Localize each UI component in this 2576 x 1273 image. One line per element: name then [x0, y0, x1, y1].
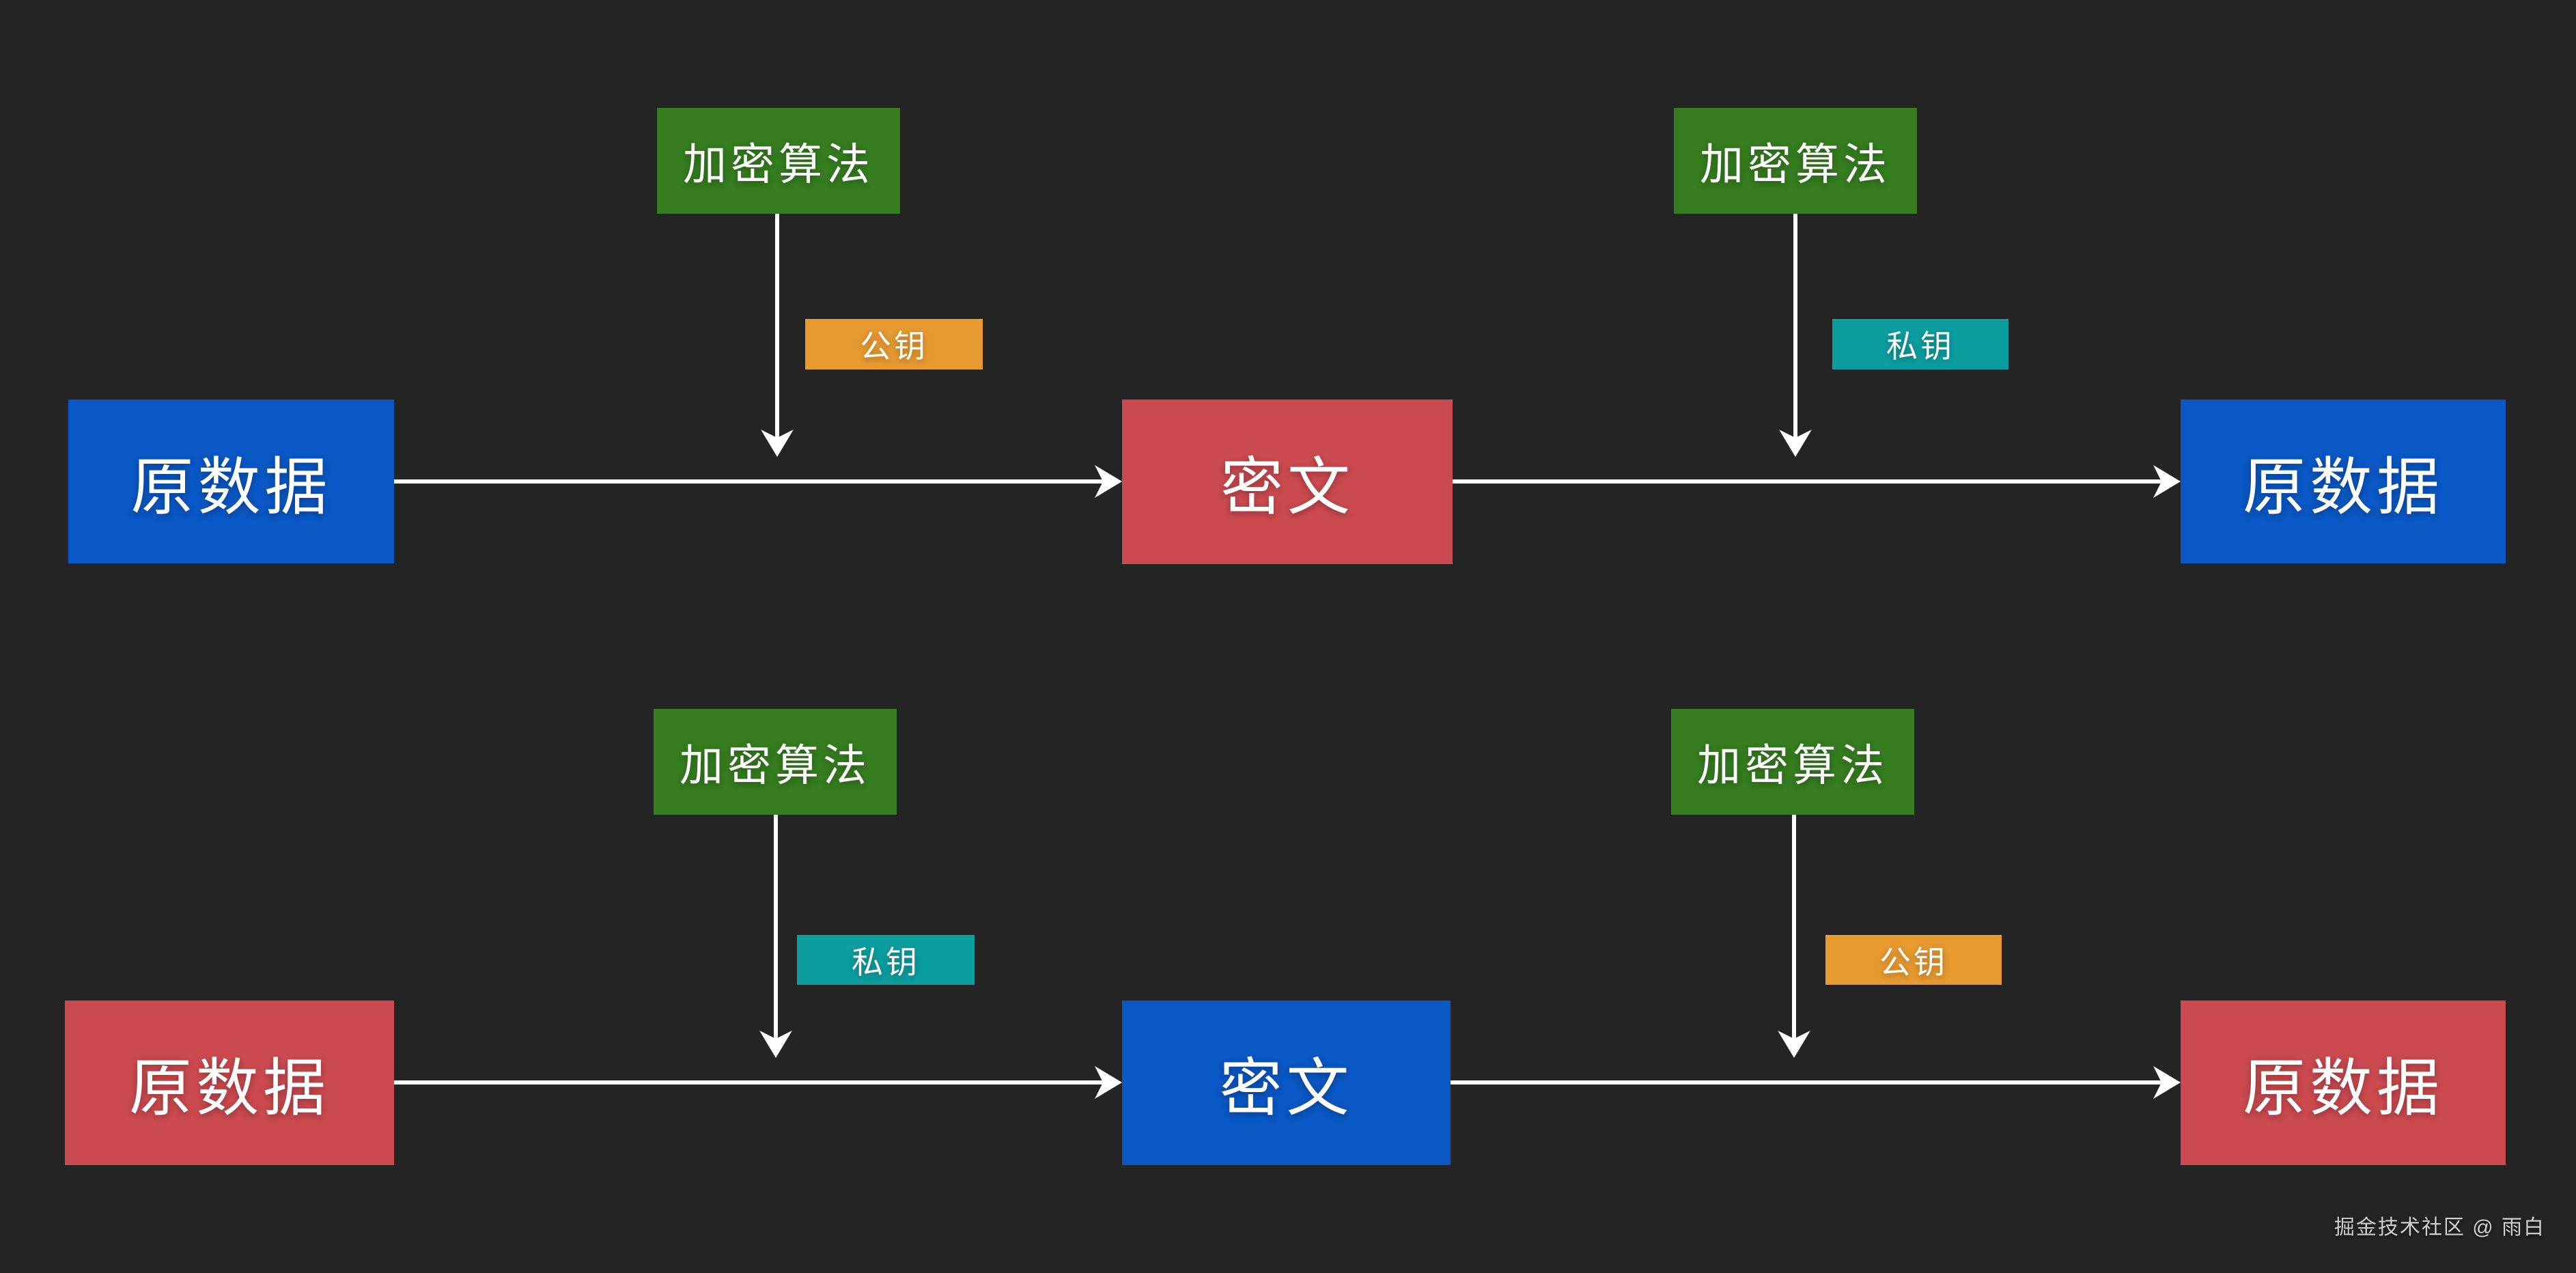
encrypt-algorithm-connector-line — [774, 815, 778, 1039]
cipher-to-target-line — [1453, 479, 2163, 484]
encrypt-key-label: 私钥 — [797, 935, 975, 985]
source-to-cipher-line — [394, 1080, 1104, 1085]
encryption-algorithm-box: 加密算法 — [654, 709, 897, 815]
encrypt-algorithm-connector-line — [775, 214, 779, 438]
source-data-box: 原数据 — [65, 1001, 394, 1165]
decrypt-algorithm-connector-line — [1792, 815, 1796, 1039]
cipher-text-box: 密文 — [1122, 400, 1453, 564]
source-to-cipher-line — [394, 479, 1104, 484]
decryption-algorithm-box: 加密算法 — [1671, 709, 1914, 815]
encryption-algorithm-box: 加密算法 — [657, 108, 900, 214]
decrypt-key-label: 私钥 — [1832, 319, 2008, 369]
cipher-text-box: 密文 — [1122, 1001, 1451, 1165]
target-data-box: 原数据 — [2181, 1001, 2506, 1165]
decrypt-algorithm-connector-line — [1793, 214, 1797, 438]
decrypt-key-label: 公钥 — [1825, 935, 2002, 985]
encrypt-key-label: 公钥 — [805, 319, 983, 369]
decryption-algorithm-box: 加密算法 — [1674, 108, 1917, 214]
watermark: 掘金技术社区 @ 雨白 — [2334, 1216, 2545, 1239]
cipher-to-target-line — [1451, 1080, 2163, 1085]
target-data-box: 原数据 — [2181, 400, 2506, 563]
source-data-box: 原数据 — [68, 400, 394, 563]
